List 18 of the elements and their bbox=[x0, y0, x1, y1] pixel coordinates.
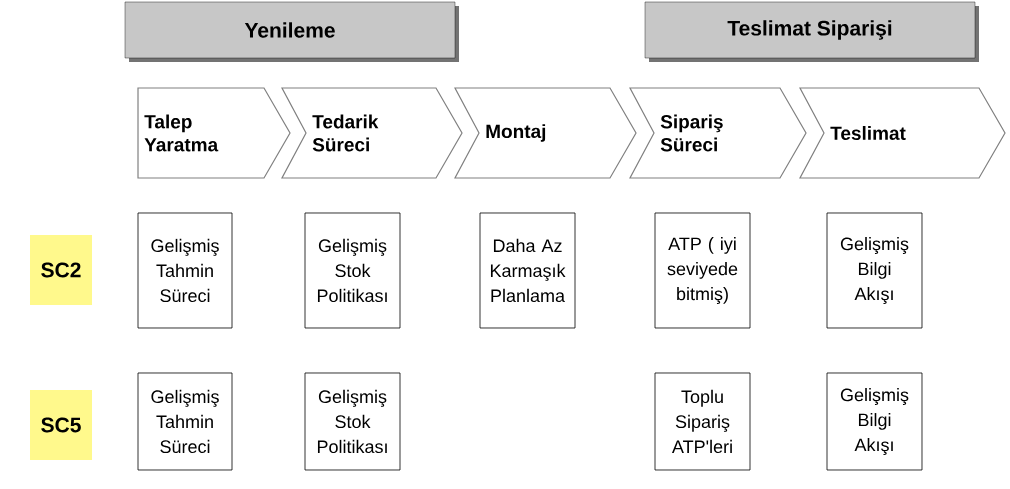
process-step: Talep Yaratma bbox=[137, 87, 291, 179]
phase-header: Yenileme bbox=[124, 1, 459, 62]
row-label: SC5 bbox=[30, 390, 92, 460]
process-step: Teslimat bbox=[799, 87, 1006, 179]
process-step: Tedarik Süreci bbox=[281, 87, 463, 179]
text-box: Daha Az Karmaşık Planlama bbox=[479, 212, 576, 329]
text-box: Gelişmiş Stok Politikası bbox=[304, 212, 401, 329]
text-box: Gelişmiş Bilgi Akışı bbox=[826, 212, 923, 329]
process-step: Sipariş Süreci bbox=[629, 87, 807, 179]
text-box: Gelişmiş Tahmin Süreci bbox=[137, 212, 233, 329]
phase-header: Teslimat Siparişi bbox=[644, 1, 979, 62]
text-box: Gelişmiş Tahmin Süreci bbox=[137, 372, 233, 471]
text-box: Gelişmiş Bilgi Akışı bbox=[826, 372, 923, 471]
text-box: Toplu Sipariş ATP'leri bbox=[654, 372, 751, 471]
text-box: Gelişmiş Stok Politikası bbox=[304, 372, 401, 471]
text-box: ATP ( iyi seviyede bitmiş) bbox=[654, 212, 751, 329]
row-label: SC2 bbox=[30, 235, 92, 305]
process-step: Montaj bbox=[454, 87, 637, 179]
